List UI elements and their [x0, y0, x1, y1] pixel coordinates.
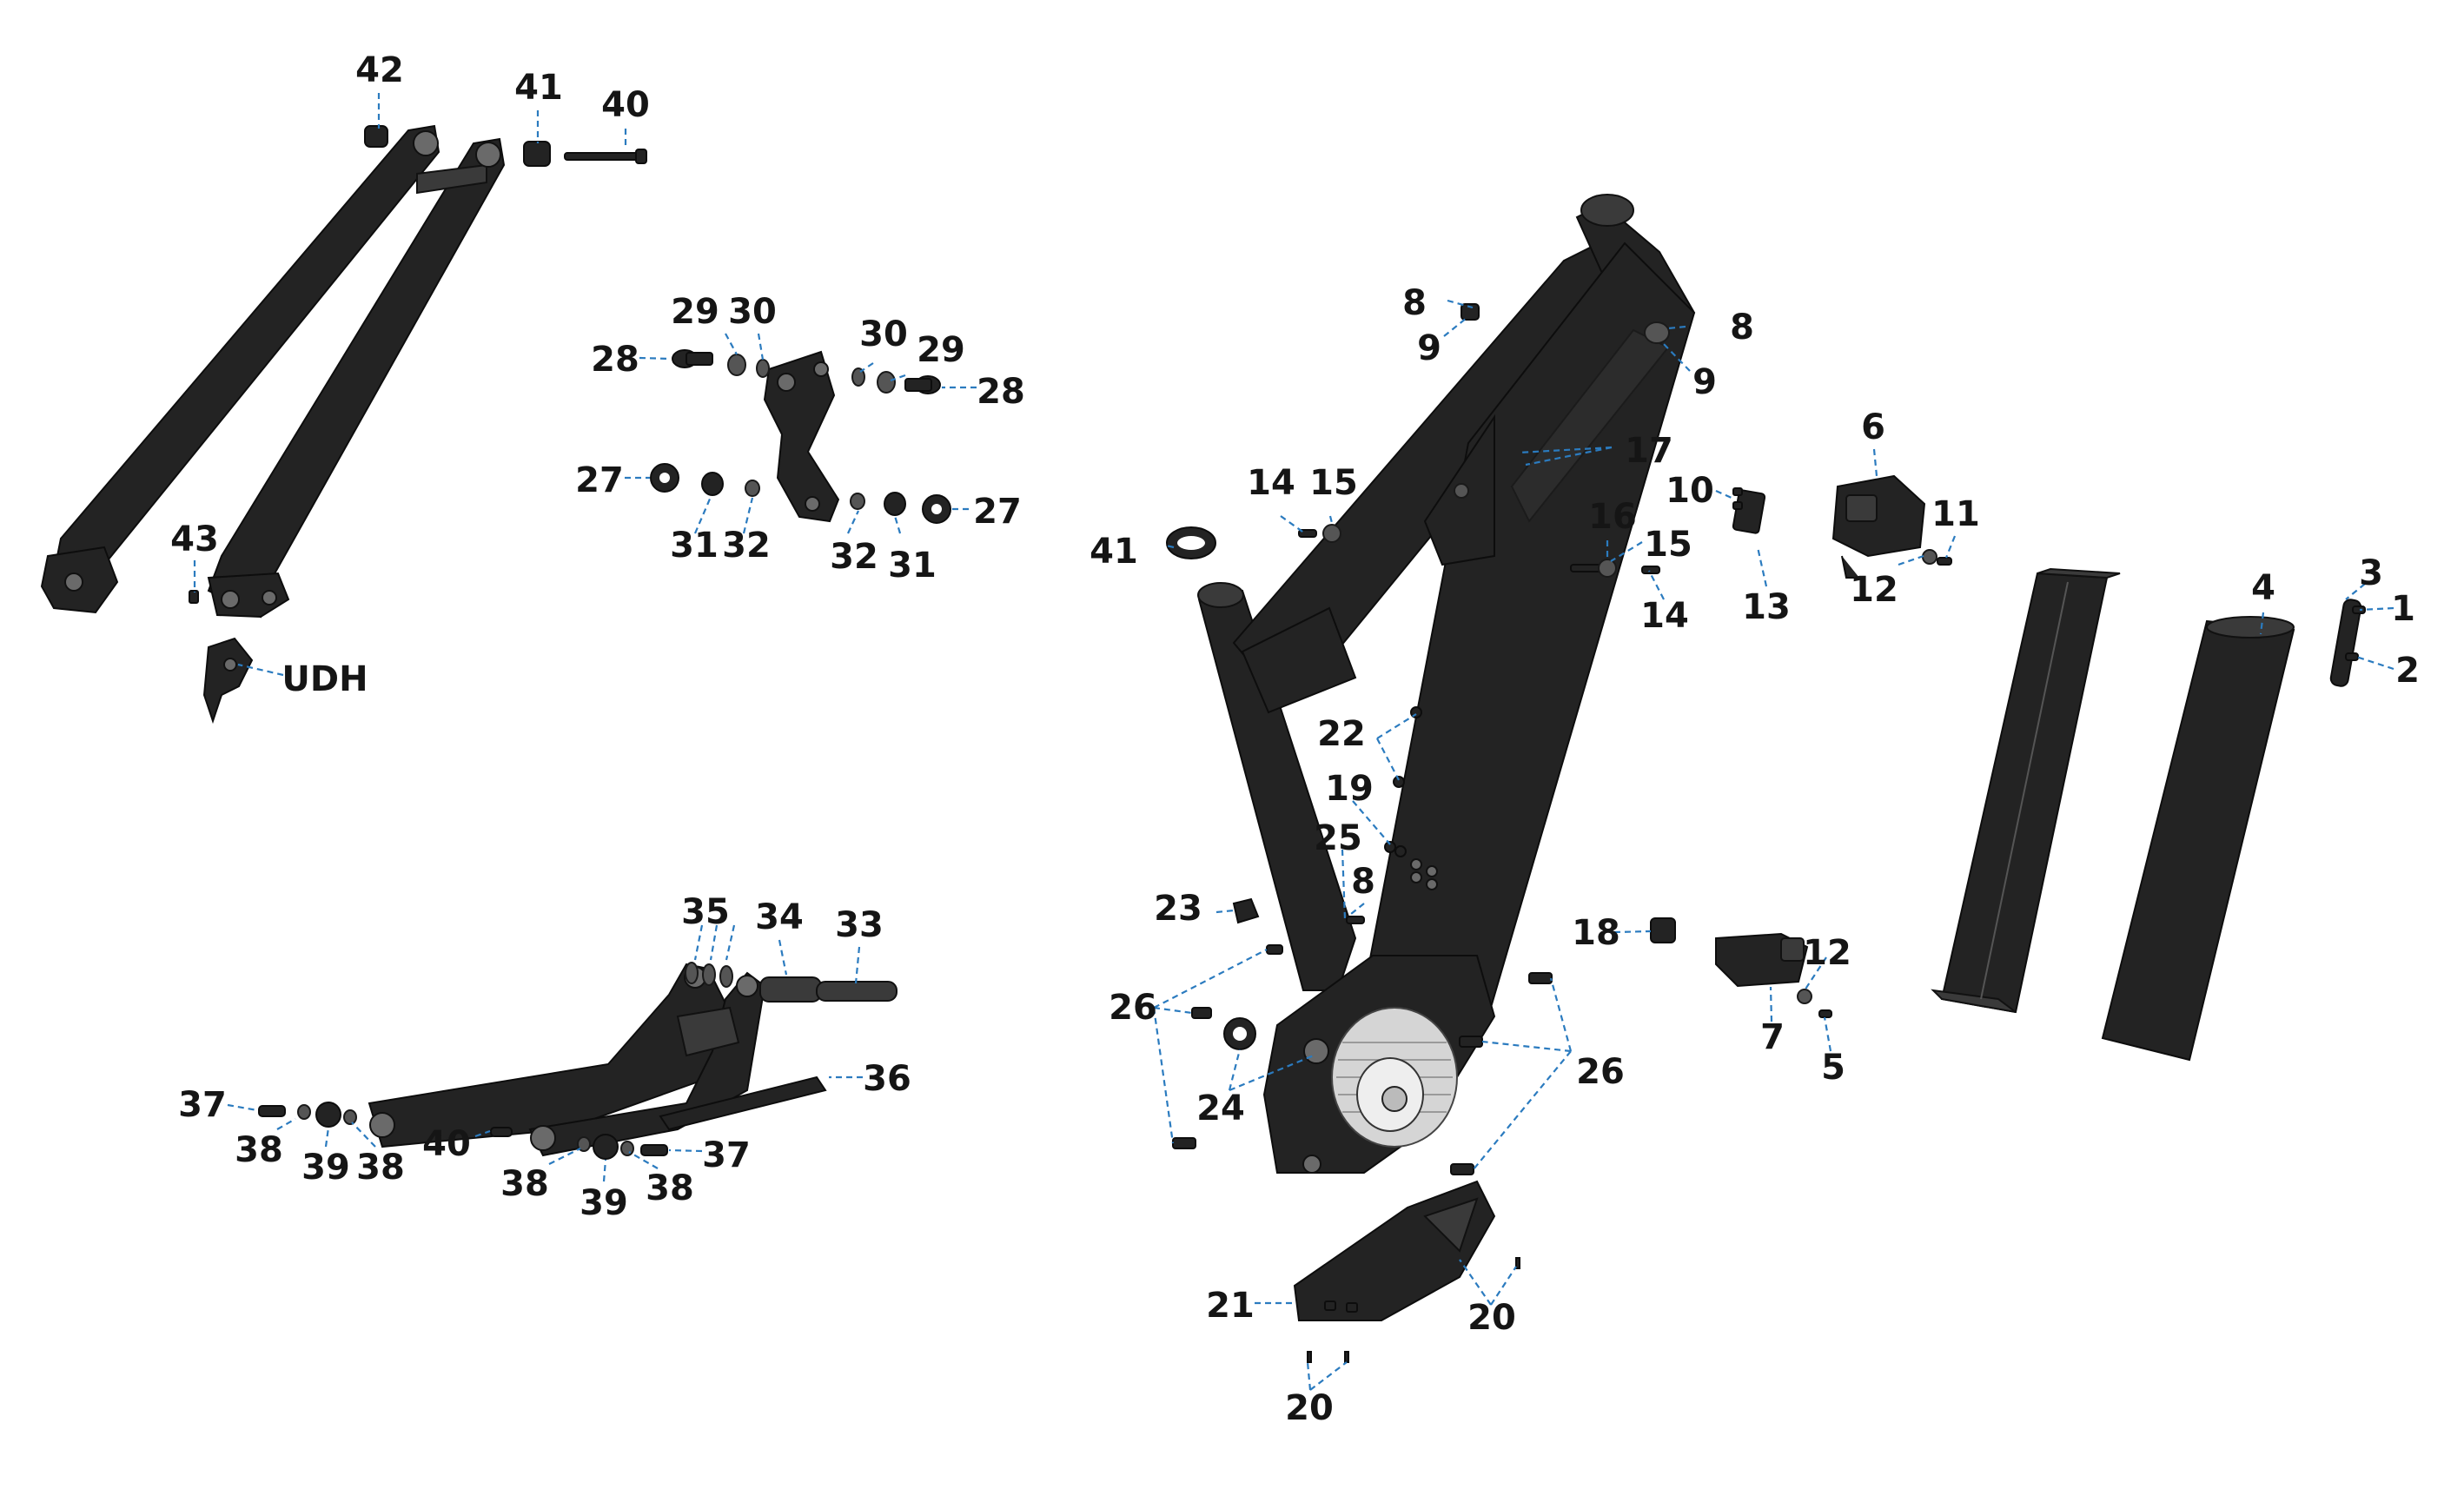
seat-stay-assembly [40, 124, 506, 725]
callout-21: 21 [1206, 1286, 1255, 1326]
callout-14: 14 [1247, 463, 1295, 503]
callout-28: 28 [977, 372, 1025, 412]
callout-30: 30 [859, 314, 908, 354]
battery-mount-parts [1650, 474, 2366, 1018]
callout-20: 20 [1285, 1388, 1334, 1428]
callout-31: 31 [670, 526, 719, 566]
main-frame [1197, 194, 1696, 1174]
callout-16: 16 [1588, 497, 1637, 537]
callout-9: 9 [1692, 362, 1717, 402]
callout-22: 22 [1317, 714, 1366, 754]
callout-43: 43 [170, 519, 219, 559]
callout-8: 8 [1402, 283, 1427, 323]
callout-1: 1 [2391, 589, 2415, 629]
callout-35: 35 [681, 892, 730, 932]
callout-29: 29 [671, 292, 719, 332]
callout-6: 6 [1861, 407, 1885, 447]
callout-12: 12 [1803, 933, 1851, 973]
callout-40: 40 [422, 1124, 471, 1164]
callout-23: 23 [1154, 889, 1202, 929]
callout-32: 32 [722, 526, 771, 566]
rocker-link [650, 349, 951, 524]
callout-18: 18 [1572, 913, 1620, 953]
callout-37: 37 [178, 1085, 227, 1125]
callout-20: 20 [1467, 1298, 1516, 1338]
callout-26: 26 [1576, 1052, 1625, 1092]
callout-32: 32 [830, 537, 878, 577]
callout-19: 19 [1325, 769, 1374, 809]
callout-15: 15 [1644, 525, 1692, 565]
battery [1931, 567, 2121, 1014]
callout-14: 14 [1640, 596, 1689, 636]
callout-38: 38 [356, 1148, 405, 1188]
callout-2: 2 [2395, 651, 2420, 691]
chain-stay-assembly [258, 962, 898, 1160]
callout-27: 27 [575, 460, 624, 500]
leader-lines [193, 93, 2394, 1391]
callout-33: 33 [835, 905, 884, 945]
callout-8: 8 [1351, 862, 1375, 902]
callout-41: 41 [1090, 532, 1138, 572]
callout-3: 3 [2359, 553, 2383, 593]
callout-37: 37 [702, 1135, 751, 1175]
callout-27: 27 [973, 492, 1022, 532]
callout-34: 34 [755, 897, 804, 937]
callout-labels: 42 41 40 29 30 30 29 28 28 27 27 31 32 3… [170, 50, 2420, 1428]
callout-15: 15 [1309, 463, 1358, 503]
callout-7: 7 [1760, 1017, 1785, 1057]
callout-8: 8 [1730, 308, 1754, 347]
pivot-bolt-group [523, 141, 647, 167]
callout-39: 39 [580, 1183, 628, 1223]
callout-39: 39 [301, 1148, 350, 1188]
frame-hardware [1166, 303, 1766, 1175]
callout-5: 5 [1821, 1048, 1845, 1088]
callout-29: 29 [917, 330, 965, 370]
callout-36: 36 [863, 1059, 911, 1099]
callout-25: 25 [1314, 818, 1362, 858]
callout-4: 4 [2251, 568, 2275, 608]
callout-31: 31 [888, 546, 937, 586]
callout-42: 42 [355, 50, 404, 90]
callout-28: 28 [591, 340, 639, 380]
callout-40: 40 [601, 85, 650, 125]
callout-38: 38 [235, 1130, 283, 1170]
callout-12: 12 [1850, 570, 1898, 610]
callout-udh: UDH [282, 659, 368, 699]
callout-17: 17 [1625, 431, 1673, 471]
callout-9: 9 [1417, 328, 1441, 368]
callout-13: 13 [1742, 587, 1791, 627]
callout-41: 41 [514, 68, 563, 108]
callout-26: 26 [1109, 988, 1157, 1028]
callout-24: 24 [1196, 1089, 1245, 1128]
battery-cover [2101, 616, 2295, 1062]
callout-38: 38 [646, 1168, 694, 1208]
skid-plate [1293, 1180, 1520, 1363]
callout-30: 30 [728, 292, 777, 332]
callout-11: 11 [1931, 494, 1980, 534]
callout-10: 10 [1666, 471, 1714, 511]
callout-38: 38 [500, 1164, 549, 1204]
